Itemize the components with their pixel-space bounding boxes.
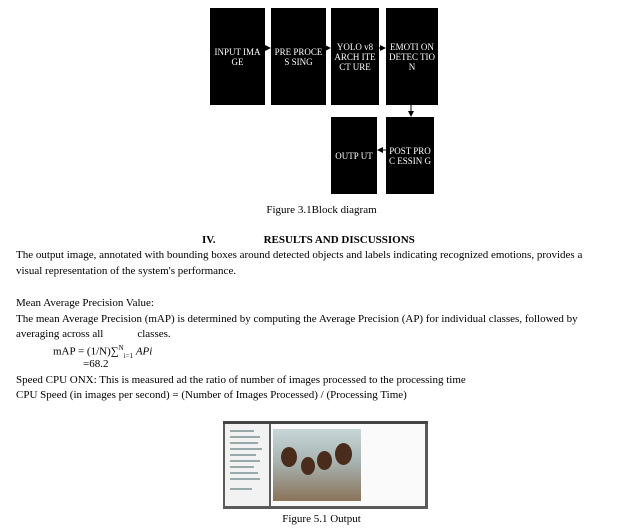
map-line-2-part-a: averaging across all — [16, 328, 104, 340]
figure-caption-block-diagram: Figure 3.1Block diagram — [266, 204, 377, 216]
screenshot-sidebar — [225, 424, 269, 506]
block-pre-label: PRE PROCES SING — [274, 46, 323, 67]
formula-upper-limit: N — [118, 344, 124, 352]
section-number: IV. — [202, 234, 216, 246]
block-emotion-label: EMOTI ON DETEC TION — [388, 41, 436, 72]
section-heading: IV. RESULTS AND DISCUSSIONS — [202, 233, 415, 247]
block-yolo-label: YOLO v8 ARCH ITECT URE — [334, 41, 376, 72]
speed-line-1: Speed CPU ONX: This is measured ad the r… — [16, 374, 466, 386]
block-input-label: INPUT IMAGE — [214, 46, 261, 67]
paragraph-output-line-2: visual representation of the system's pe… — [16, 265, 237, 277]
formula-lhs: mAP = (1/N) — [53, 345, 111, 358]
formula-sum-symbol: ∑ — [110, 345, 119, 358]
output-screenshot-image — [223, 421, 428, 509]
paragraph-map-line-1: The mean Average Precision (mAP) is dete… — [16, 313, 578, 325]
block-input-image: INPUT IMAGE — [210, 8, 265, 105]
block-output-label: OUTP UT — [335, 150, 373, 161]
paragraph-map-line-2: averaging across all classes. — [16, 327, 171, 341]
block-yolo-architecture: YOLO v8 ARCH ITECT URE — [331, 8, 379, 105]
speed-line-2: CPU Speed (in images per second) = (Numb… — [16, 389, 407, 401]
block-emotion-detection: EMOTI ON DETEC TION — [386, 8, 438, 105]
map-formula: mAP = (1/N)∑Ni=1 APi — [53, 341, 152, 363]
paragraph-output-line-1: The output image, annotated with boundin… — [16, 249, 583, 261]
map-line-2-part-b: classes. — [137, 328, 171, 340]
figure-caption-output: Figure 5.1 Output — [282, 513, 361, 525]
formula-lower-limit: i=1 — [123, 351, 134, 360]
block-post-processing: POST PROC ESSIN G — [386, 117, 434, 194]
block-output: OUTP UT — [331, 117, 377, 194]
block-preprocessing: PRE PROCES SING — [271, 8, 326, 105]
map-result: =68.2 — [83, 358, 109, 370]
formula-term: APi — [135, 345, 153, 358]
diagram-arrows — [265, 45, 414, 153]
screenshot-titlebar — [223, 421, 428, 424]
screenshot-photo-people — [273, 429, 361, 501]
section-title: RESULTS AND DISCUSSIONS — [263, 234, 415, 246]
map-heading: Mean Average Precision Value: — [16, 297, 154, 309]
block-post-label: POST PROC ESSIN G — [388, 145, 431, 166]
